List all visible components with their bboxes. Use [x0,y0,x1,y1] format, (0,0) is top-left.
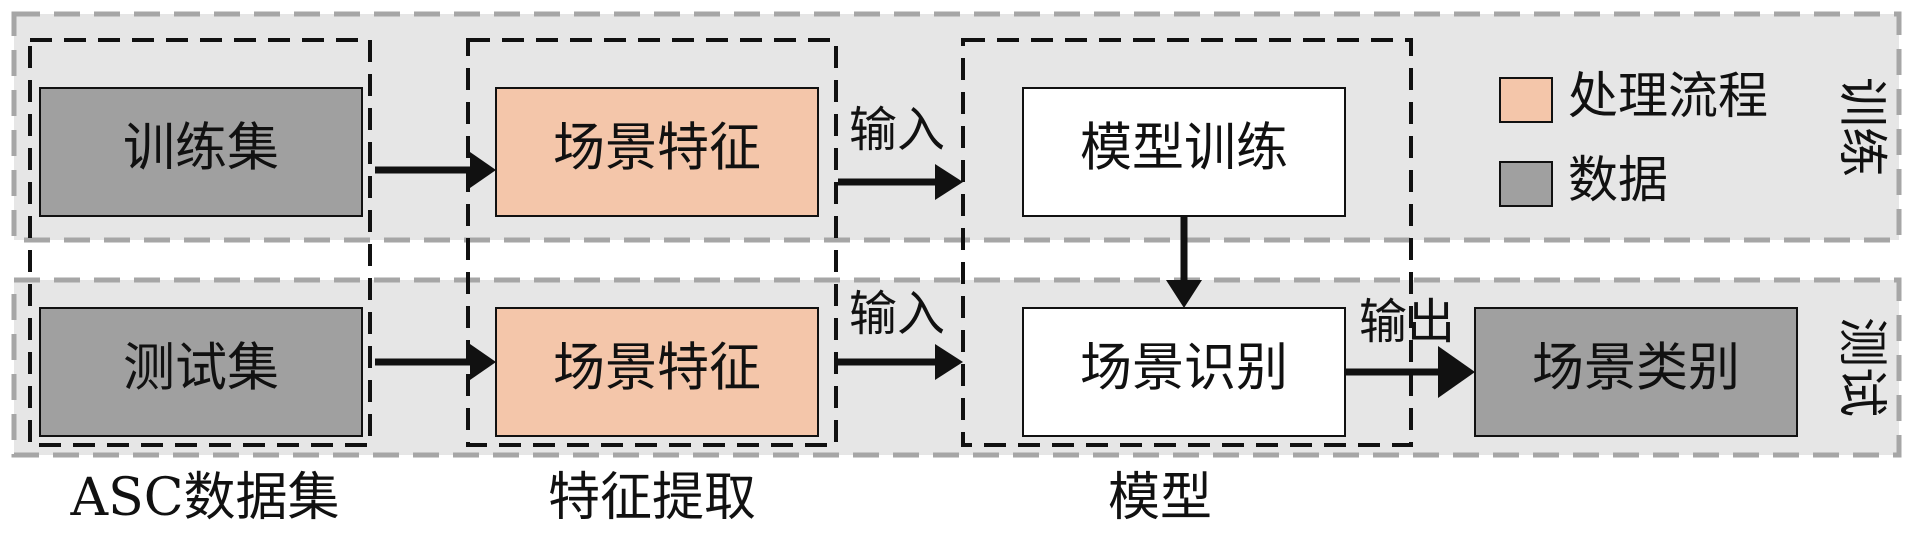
test-set-label: 测试集 [123,339,279,399]
legend-data-swatch [1499,161,1553,207]
scene-category-box [1474,307,1798,437]
edge-label-input-top: 输入 [849,102,945,158]
arrowhead-training-to-recognition [1166,280,1202,308]
train-set-box [39,87,363,217]
caption-asc-dataset: ASC数据集 [70,468,340,528]
scene-recognition-box [1022,307,1346,437]
group-feature-extraction [466,38,838,447]
group-model [961,38,1413,447]
group-asc-dataset [28,38,372,447]
edge-label-input-bottom: 输入 [849,286,945,342]
model-training-box [1022,87,1346,217]
feature-test-box [495,307,819,437]
arrowhead-recognition-to-category [1438,346,1475,398]
legend-process-swatch [1499,77,1553,123]
legend-data-label: 数据 [1568,151,1668,209]
arrowhead-feature-to-model-train [935,164,963,200]
legend-process-label: 处理流程 [1568,67,1768,125]
arrowhead-feature-to-model-test [935,344,963,380]
train-set-label: 训练集 [123,119,279,179]
feature-train-box [495,87,819,217]
arrowhead-test-to-feature [470,344,496,380]
caption-model: 模型 [1108,468,1212,528]
edge-label-output: 输出 [1359,294,1455,350]
scene-category-label: 场景类别 [1532,339,1740,399]
feature-test-label: 场景特征 [553,339,761,399]
lane-label-test: 测试 [1833,317,1891,417]
arrowhead-train-to-feature [470,152,496,188]
test-set-box [39,307,363,437]
lane-label-train: 训练 [1833,77,1891,177]
model-training-label: 模型训练 [1080,119,1288,179]
feature-train-label: 场景特征 [553,119,761,179]
scene-recognition-label: 场景识别 [1080,339,1288,399]
caption-feature-extraction: 特征提取 [548,468,756,528]
